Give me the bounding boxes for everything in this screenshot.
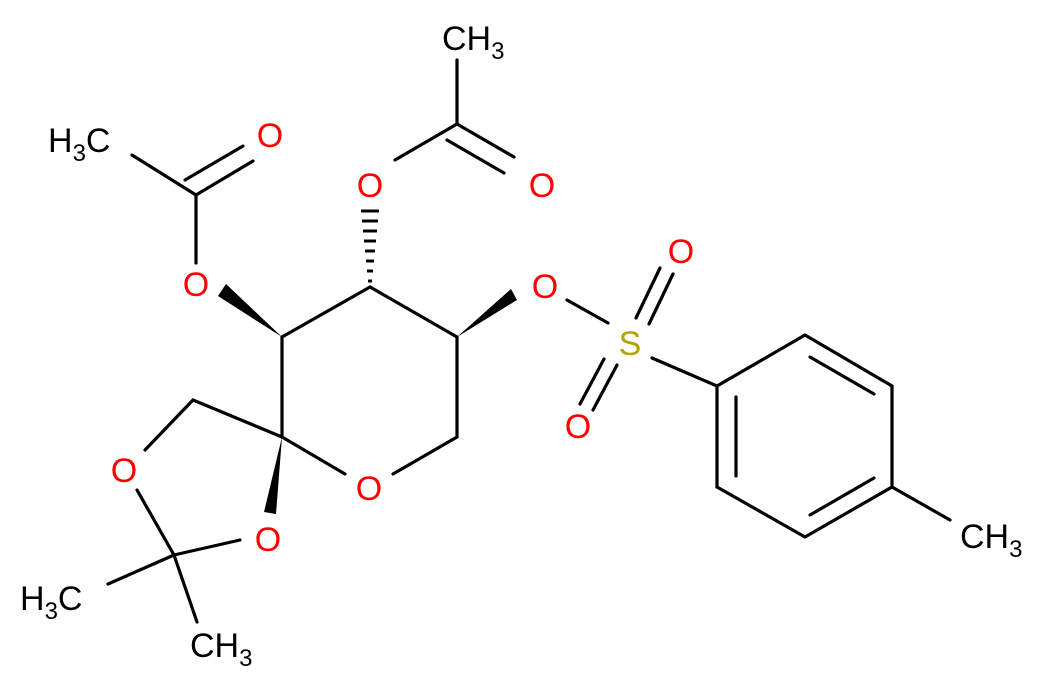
oxygen-label: O — [529, 167, 555, 205]
sulfur-label: S — [619, 325, 642, 363]
oxygen-label: O — [257, 117, 283, 155]
oxygen-label: O — [357, 167, 383, 205]
bond-o-c — [280, 435, 347, 476]
bond-o-c — [393, 122, 459, 162]
bond-c-o-double — [445, 138, 506, 175]
bond-s-o-double — [647, 272, 675, 326]
bond-c-c — [280, 285, 372, 339]
bond-s-c — [650, 356, 719, 388]
bond-aromatic — [715, 333, 807, 388]
oxygen-label: O — [183, 266, 209, 304]
bond-aromatic — [803, 333, 894, 388]
bond-c-o-double — [194, 159, 255, 197]
bond-s-o-double — [634, 266, 662, 320]
methyl-label: CH3 — [190, 627, 252, 672]
bond-c-o — [143, 398, 195, 452]
bond-c-ch3 — [130, 153, 198, 197]
methyl-label: H3C — [48, 122, 110, 167]
oxygen-label: O — [532, 268, 558, 306]
bond-s-o-double — [578, 357, 606, 406]
atom-labels: O O O O O O S O O O O H3C CH3 CH3 H3C CH… — [20, 20, 1022, 672]
bond-aromatic — [803, 485, 894, 539]
bond-c-c — [191, 398, 284, 439]
bonds — [106, 58, 952, 624]
bond-o-c — [135, 488, 176, 557]
bond-c-ch3 — [890, 485, 952, 522]
bond-aromatic — [715, 485, 807, 539]
bond-aromatic-inner — [808, 355, 876, 396]
bond-o-s — [565, 298, 610, 325]
bond-c-o-double — [455, 122, 516, 159]
bond-c-ch3 — [106, 553, 176, 586]
stereo-bonds — [218, 209, 517, 514]
bond-c-o-double — [183, 144, 245, 182]
methyl-label: H3C — [20, 580, 82, 625]
bond-s-o-double — [591, 363, 619, 412]
methyl-label: CH3 — [442, 20, 504, 65]
methyl-label: CH3 — [960, 518, 1022, 563]
wedge-bond — [457, 289, 517, 337]
oxygen-label: O — [565, 408, 591, 446]
bond-c-o — [391, 435, 459, 476]
hashed-bond — [361, 209, 379, 283]
wedge-bond — [218, 284, 282, 337]
bond-c-ch3 — [172, 553, 199, 624]
bond-aromatic-inner — [808, 476, 876, 517]
oxygen-label: O — [255, 521, 281, 559]
bond-c-c — [368, 285, 459, 339]
oxygen-label: O — [356, 470, 382, 508]
oxygen-label: O — [111, 452, 137, 490]
oxygen-label: O — [668, 233, 694, 271]
wedge-bond — [264, 437, 282, 514]
bond-c-o — [172, 538, 242, 557]
